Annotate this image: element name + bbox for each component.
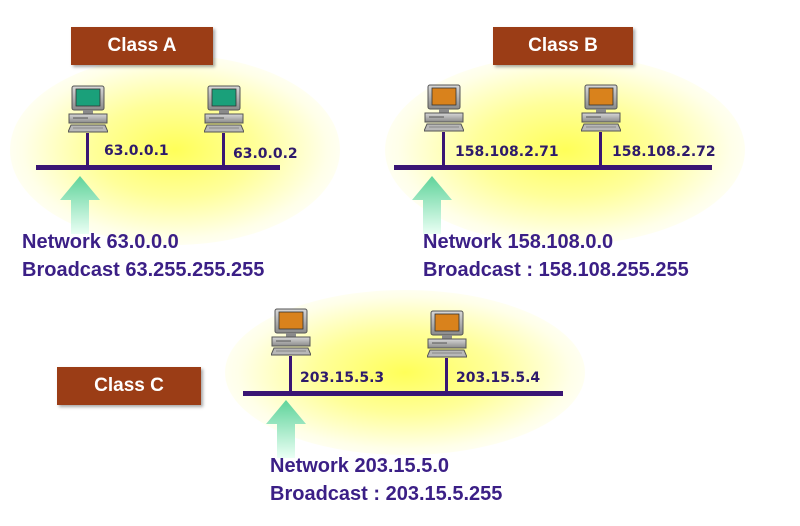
class-a-host1-link — [86, 133, 89, 166]
class-b-network-bus — [394, 165, 712, 170]
class-a-network-bus — [36, 165, 280, 170]
class-a-network-address: Network 63.0.0.0 — [22, 231, 179, 253]
class-c-host2-computer-icon — [427, 310, 467, 358]
class-b-host1-computer-icon — [424, 84, 464, 132]
class-c-broadcast-address: Broadcast : 203.15.5.255 — [270, 483, 503, 505]
class-c-network-bus — [243, 391, 563, 396]
class-a-up-arrow-icon — [60, 176, 100, 234]
class-c-host1-link — [289, 356, 292, 392]
class-b-host2-computer-icon — [581, 84, 621, 132]
class-b-host2-ip: 158.108.2.72 — [612, 144, 716, 160]
class-b-addresses: Network 158.108.0.0 Broadcast : 158.108.… — [423, 228, 689, 284]
class-b-up-arrow-icon — [412, 176, 452, 234]
class-c-up-arrow-icon — [266, 400, 306, 458]
class-c-addresses: Network 203.15.5.0 Broadcast : 203.15.5.… — [270, 452, 502, 508]
class-a-host1-ip: 63.0.0.1 — [104, 143, 169, 159]
class-a-host2-computer-icon — [204, 85, 244, 133]
class-a-label: Class A — [71, 27, 213, 65]
class-c-host2-link — [445, 358, 448, 392]
class-b-host1-ip: 158.108.2.71 — [455, 144, 559, 160]
class-b-host2-link — [599, 132, 602, 166]
class-a-host1-computer-icon — [68, 85, 108, 133]
class-c-host2-ip: 203.15.5.4 — [456, 370, 541, 386]
class-a-host2-ip: 63.0.0.2 — [233, 146, 298, 162]
class-a-broadcast-address: Broadcast 63.255.255.255 — [22, 259, 265, 281]
class-a-addresses: Network 63.0.0.0 Broadcast 63.255.255.25… — [22, 228, 264, 284]
class-c-label: Class C — [57, 367, 201, 405]
class-b-host1-link — [442, 132, 445, 166]
class-b-label: Class B — [493, 27, 633, 65]
class-c-host1-ip: 203.15.5.3 — [300, 370, 385, 386]
class-b-broadcast-address: Broadcast : 158.108.255.255 — [423, 259, 689, 281]
class-c-network-address: Network 203.15.5.0 — [270, 455, 449, 477]
class-a-host2-link — [222, 133, 225, 166]
class-c-host1-computer-icon — [271, 308, 311, 356]
class-b-network-address: Network 158.108.0.0 — [423, 231, 614, 253]
